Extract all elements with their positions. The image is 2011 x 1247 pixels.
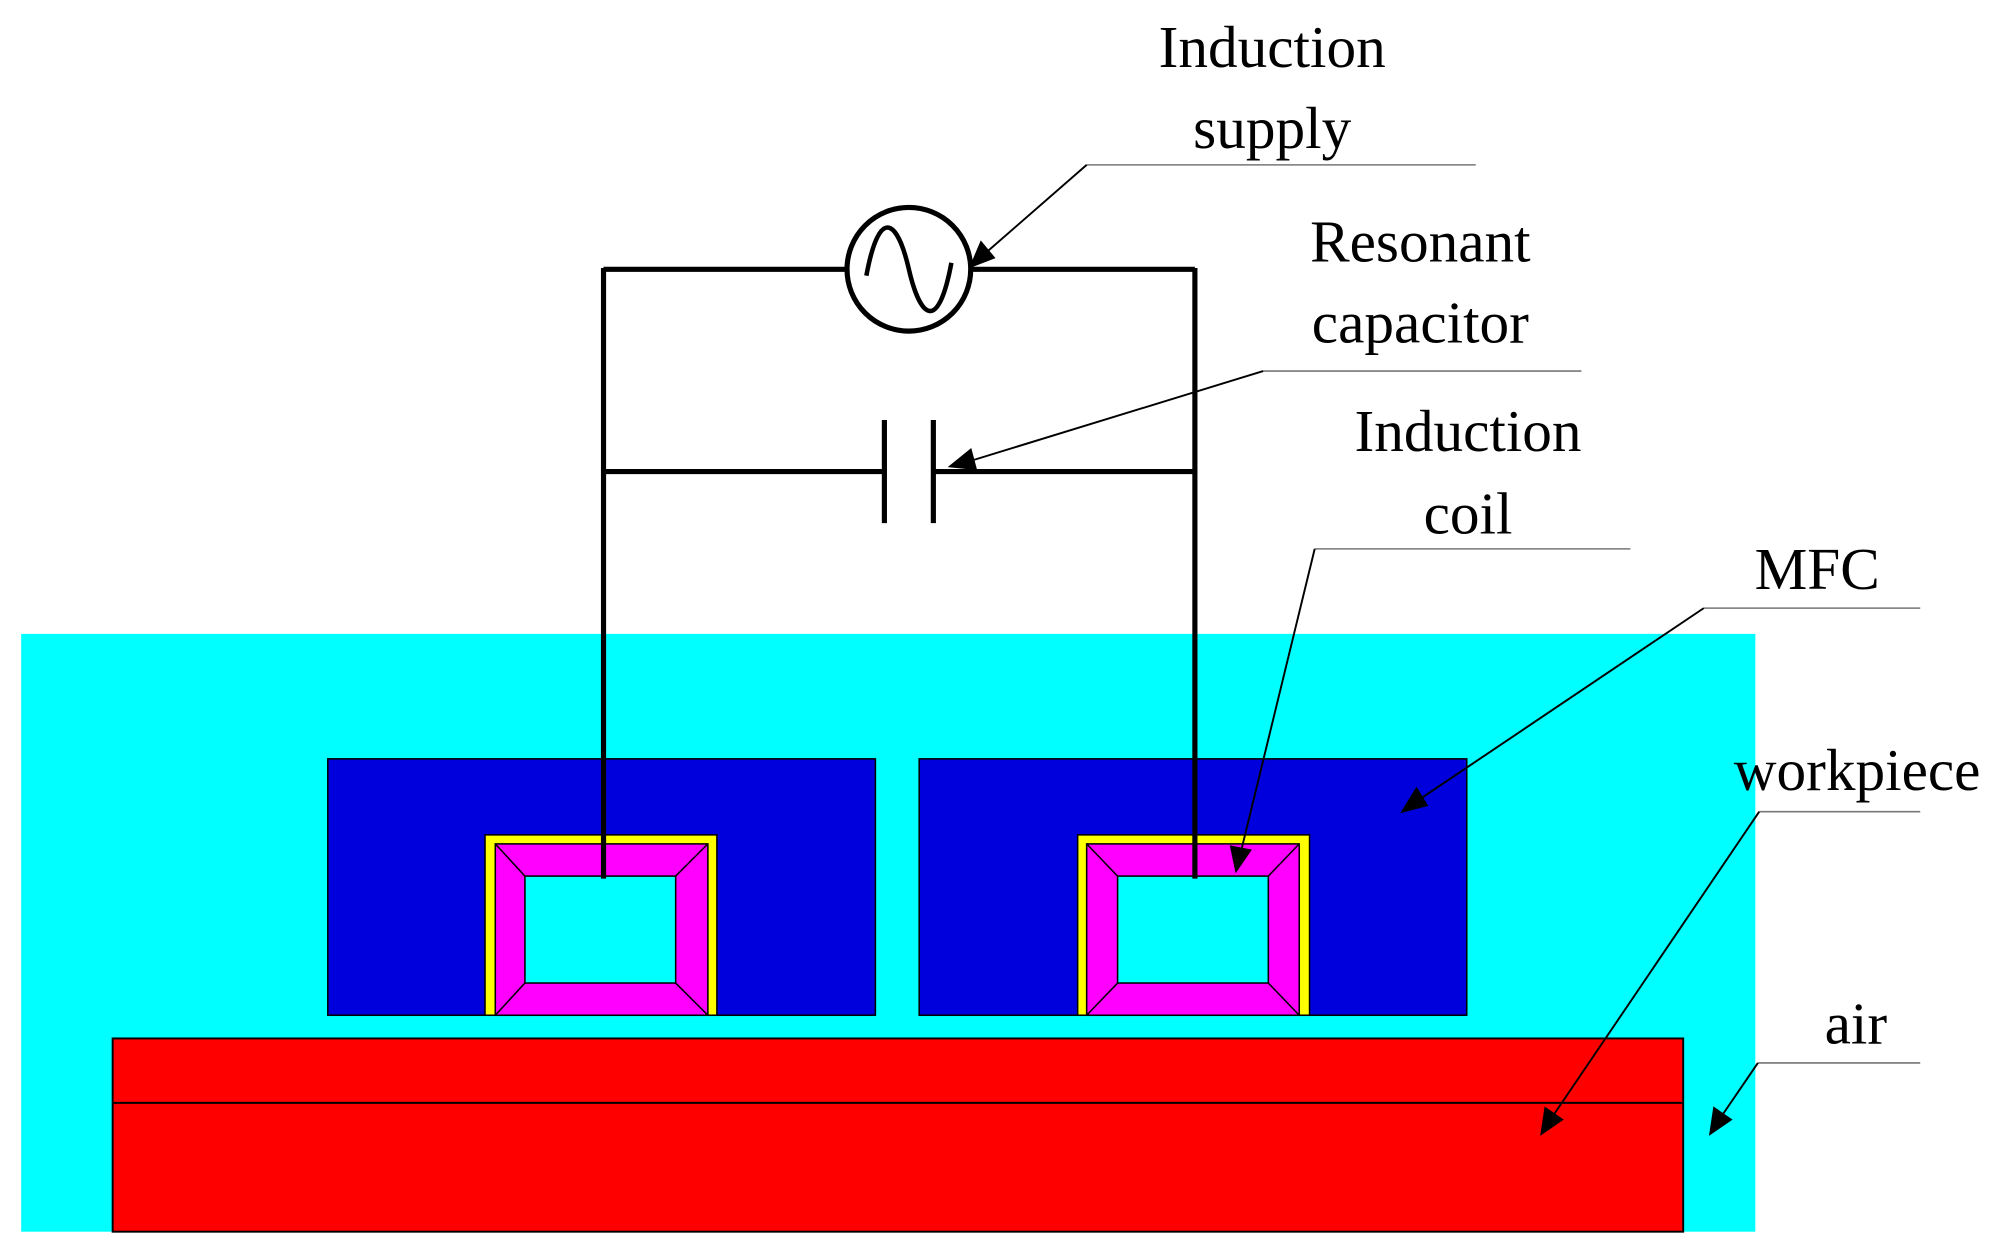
arrow-resonant-capacitor-line bbox=[969, 370, 1264, 463]
label-induction-supply-line1: Induction bbox=[1159, 14, 1386, 80]
coil-corner-line bbox=[494, 982, 526, 1016]
coil-corner-line bbox=[1267, 843, 1300, 877]
arrow-induction-coil-line bbox=[1240, 548, 1316, 851]
coil-cooling-channel-left bbox=[524, 875, 677, 984]
arrow-air-line bbox=[1721, 1062, 1759, 1117]
arrow-mfc-head bbox=[1400, 786, 1429, 814]
arrow-workpiece-line bbox=[1552, 811, 1761, 1117]
circuit-wires bbox=[600, 266, 1198, 879]
coil-corner-line bbox=[1086, 982, 1119, 1016]
induction-coil-right bbox=[1076, 834, 1311, 1017]
label-resonant-capacitor-line1: Resonant bbox=[1310, 209, 1531, 275]
workpiece-block bbox=[111, 1037, 1685, 1233]
arrow-workpiece-head bbox=[1540, 1106, 1564, 1136]
arrow-resonant-capacitor-head bbox=[947, 447, 978, 471]
coil-corner-line bbox=[675, 982, 709, 1016]
sine-wave-icon bbox=[864, 225, 954, 314]
label-workpiece: workpiece bbox=[1734, 737, 1981, 803]
coil-corner-line bbox=[494, 843, 526, 877]
coil-cooling-channel-right bbox=[1116, 875, 1270, 984]
label-induction-supply-line2: supply bbox=[1193, 95, 1351, 161]
arrow-mfc-line bbox=[1419, 607, 1705, 800]
coil-corner-line bbox=[1086, 843, 1119, 877]
label-resonant-capacitor-line2: capacitor bbox=[1312, 290, 1529, 356]
arrow-induction-coil-head bbox=[1229, 845, 1252, 874]
label-induction-coil-line2: coil bbox=[1424, 480, 1513, 546]
arrow-induction-supply-line bbox=[985, 164, 1088, 254]
label-induction-coil-line1: Induction bbox=[1354, 398, 1581, 464]
label-mfc: MFC bbox=[1755, 536, 1880, 602]
leader-lines bbox=[1086, 164, 1921, 1064]
arrow-induction-supply-head bbox=[968, 240, 996, 269]
coil-corner-line bbox=[675, 843, 709, 877]
label-air: air bbox=[1825, 991, 1888, 1057]
coil-corner-line bbox=[1267, 982, 1300, 1016]
arrow-air-head bbox=[1708, 1106, 1733, 1136]
pointer-arrows bbox=[947, 164, 1761, 1136]
ac-source-icon bbox=[844, 204, 974, 334]
